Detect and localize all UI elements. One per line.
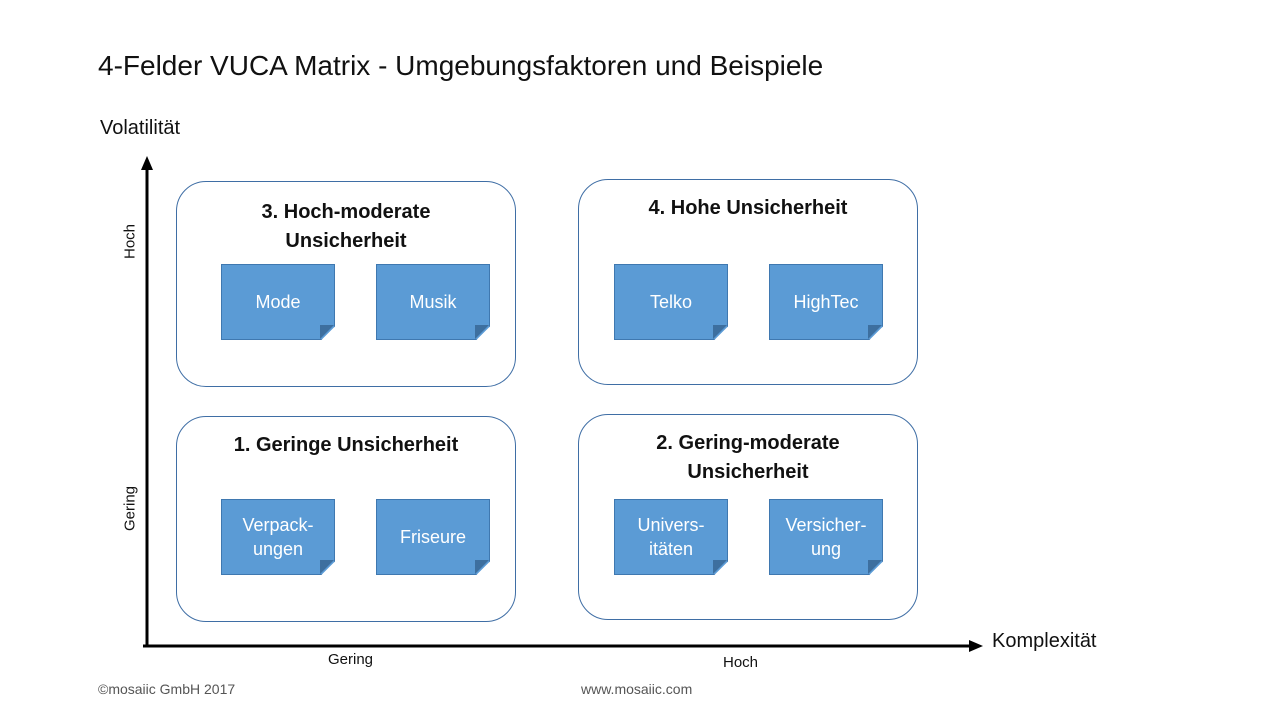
card-label: Univers-itäten [637,515,705,559]
card-label: Verpack-ungen [242,515,314,559]
footer-url[interactable]: www.mosaiic.com [581,681,693,697]
card-label: Friseure [399,527,466,547]
example-card: Musik [376,264,490,340]
y-tick-low: Gering [121,485,139,532]
quadrant-2-title: 2. Gering-moderate Unsicherheit [656,432,840,483]
card-label: Telko [649,292,693,312]
quadrant-1: 1. Geringe Unsicherheit Verpack-ungen Fr… [176,416,516,622]
card-label: Musik [409,292,457,312]
example-card: Telko [614,264,728,340]
quadrant-1-title: 1. Geringe Unsicherheit [233,434,459,456]
x-tick-low: Gering [328,651,374,668]
quadrant-2: 2. Gering-moderate Unsicherheit Univers-… [578,414,918,620]
example-card: Friseure [376,499,490,575]
example-card: HighTec [769,264,883,340]
card-label: Versicher-ung [785,515,867,559]
y-axis-arrow [141,156,153,170]
quadrant-3: 3. Hoch-moderate Unsicherheit Mode Musik [176,181,516,387]
footer-copyright: ©mosaiic GmbH 2017 [98,681,236,697]
quadrant-4: 4. Hohe Unsicherheit Telko HighTec [578,179,918,385]
page-title: 4-Felder VUCA Matrix - Umgebungsfaktoren… [98,50,824,81]
y-axis-title: Volatilität [100,117,181,139]
y-tick-high: Hoch [121,223,139,260]
card-label: HighTec [793,292,859,312]
card-label: Mode [255,292,301,312]
quadrant-4-title: 4. Hohe Unsicherheit [648,197,848,219]
quadrant-3-title: 3. Hoch-moderate Unsicherheit [261,201,431,252]
x-axis-title: Komplexität [992,630,1097,652]
example-card: Mode [221,264,335,340]
example-card: Versicher-ung [769,499,883,575]
example-card: Verpack-ungen [221,499,335,575]
x-axis-arrow [969,640,983,652]
example-card: Univers-itäten [614,499,728,575]
x-tick-high: Hoch [723,654,759,671]
